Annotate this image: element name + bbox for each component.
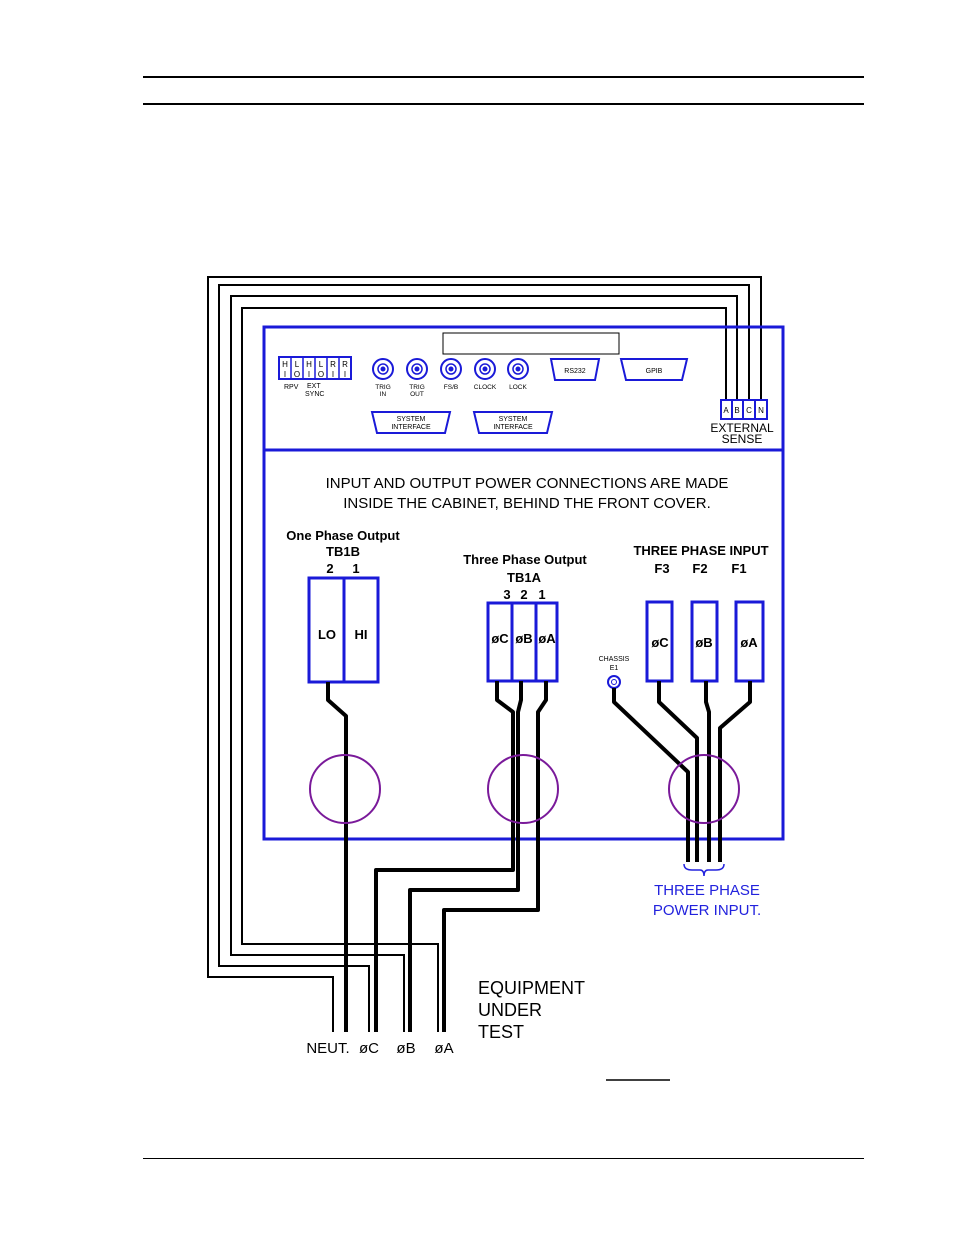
external-sense-line2: SENSE — [722, 432, 763, 446]
sense-terminal-b: B — [734, 406, 739, 415]
ferrite-rings — [309, 754, 740, 824]
display-window — [442, 332, 620, 355]
eut-label-2: UNDER — [478, 1000, 542, 1020]
three-phase-output-num-1: 1 — [538, 587, 545, 602]
sense-terminal-block — [720, 399, 768, 420]
io-label-5: R — [330, 360, 336, 369]
rpv-label: RPV — [284, 384, 299, 391]
io-sublabel-5: I — [332, 370, 334, 379]
chassis-label-1: CHASSIS — [599, 656, 630, 663]
ext-sync-label-1: EXT — [307, 383, 321, 390]
system-interface-connector-1 — [370, 411, 452, 434]
terminal-in-a-label: øA — [740, 635, 758, 650]
ferrite-ring-output — [487, 754, 559, 824]
bnc-fsb — [440, 358, 462, 380]
bnc-label-trig-in-2: IN — [380, 391, 387, 398]
cabinet-notice-line2: INSIDE THE CABINET, BEHIND THE FRONT COV… — [343, 495, 711, 512]
three-phase-output-num-2: 2 — [520, 587, 527, 602]
system-interface-2-line1: SYSTEM — [499, 416, 528, 423]
terminal-out-a-label: øA — [538, 631, 556, 646]
eut-terminal-c: øC — [359, 1040, 379, 1057]
header-rule-bottom — [143, 103, 864, 105]
sense-terminal-c: C — [746, 406, 752, 415]
bnc-label-trig-out-2: OUT — [410, 391, 424, 398]
gpib-label: GPIB — [646, 368, 663, 375]
external-sense-line1: EXTERNAL — [710, 421, 774, 435]
rs232-connector — [549, 358, 601, 381]
rs232-label: RS232 — [564, 368, 586, 375]
bnc-lock — [507, 358, 529, 380]
io-sublabel-1: I — [284, 370, 286, 379]
input-label-f3: F3 — [654, 561, 669, 576]
bnc-connectors — [372, 358, 529, 380]
input-brace — [683, 863, 725, 877]
io-sublabel-4: O — [318, 370, 324, 379]
three-phase-output-num-3: 3 — [503, 587, 510, 602]
io-sublabel-3: I — [308, 370, 310, 379]
terminal-out-b-label: øB — [515, 631, 532, 646]
terminal-hi-label: HI — [355, 627, 368, 642]
chassis-label-2: E1 — [610, 665, 619, 672]
io-dividers — [290, 357, 340, 379]
front-panel — [262, 325, 785, 841]
sense-terminal-a: A — [723, 406, 729, 415]
sense-wires — [207, 276, 762, 1032]
three-phase-output-tb: TB1A — [507, 570, 542, 585]
eut-label-1: EQUIPMENT — [478, 978, 585, 998]
io-label-1: H — [282, 360, 288, 369]
eut-terminal-neut: NEUT. — [306, 1040, 349, 1057]
ferrite-ring-input — [668, 754, 740, 824]
one-phase-num-2: 2 — [326, 561, 333, 576]
io-label-6: R — [342, 360, 348, 369]
eut-terminal-b: øB — [396, 1040, 415, 1057]
bnc-label-lock: LOCK — [509, 384, 527, 391]
power-input-label-1: THREE PHASE — [654, 882, 760, 899]
terminal-out-c — [486, 601, 514, 683]
bnc-trig-out — [406, 358, 428, 380]
system-interface-connector-2 — [472, 411, 554, 434]
terminal-in-c — [645, 600, 674, 683]
one-phase-title: One Phase Output — [286, 528, 400, 543]
footer-rule — [143, 1158, 864, 1159]
three-phase-output-title: Three Phase Output — [463, 552, 587, 567]
cabinet-notice-line1: INPUT AND OUTPUT POWER CONNECTIONS ARE M… — [326, 475, 729, 492]
terminal-in-b-label: øB — [695, 635, 712, 650]
bnc-label-clock: CLOCK — [474, 384, 497, 391]
one-phase-num-1: 1 — [352, 561, 359, 576]
gpib-connector — [619, 358, 689, 381]
chassis-ground-stud — [607, 675, 621, 689]
ext-sync-label-2: SYNC — [305, 391, 324, 398]
bnc-label-fsb: FS/B — [444, 384, 458, 391]
three-phase-input-title: THREE PHASE INPUT — [633, 543, 768, 558]
bnc-label-trig-in-1: TRIG — [375, 384, 391, 391]
terminal-lo-label: LO — [318, 627, 336, 642]
terminal-in-c-label: øC — [651, 635, 669, 650]
eut-label-3: TEST — [478, 1022, 524, 1042]
input-label-f1: F1 — [731, 561, 746, 576]
terminal-hi — [342, 576, 380, 684]
io-label-2: L — [295, 360, 300, 369]
one-phase-tb: TB1B — [326, 544, 360, 559]
system-interface-2-line2: INTERFACE — [493, 424, 533, 431]
chassis-ground-stud-inner — [611, 679, 617, 685]
bnc-clock — [474, 358, 496, 380]
system-interface-1-line2: INTERFACE — [391, 424, 431, 431]
io-label-4: L — [319, 360, 324, 369]
header-rule-top — [143, 76, 864, 78]
eut-terminal-a: øA — [434, 1040, 453, 1057]
power-input-label-2: POWER INPUT. — [653, 902, 761, 919]
system-interface-1-line1: SYSTEM — [397, 416, 426, 423]
input-label-f2: F2 — [692, 561, 707, 576]
terminal-out-c-label: øC — [491, 631, 509, 646]
io-label-3: H — [306, 360, 312, 369]
ferrite-ring-one-phase — [309, 754, 381, 824]
io-sublabel-2: O — [294, 370, 300, 379]
bnc-label-trig-out-1: TRIG — [409, 384, 425, 391]
power-cables — [326, 681, 752, 1032]
sense-terminal-n: N — [758, 406, 764, 415]
io-sublabel-6: I — [344, 370, 346, 379]
bnc-trig-in — [372, 358, 394, 380]
